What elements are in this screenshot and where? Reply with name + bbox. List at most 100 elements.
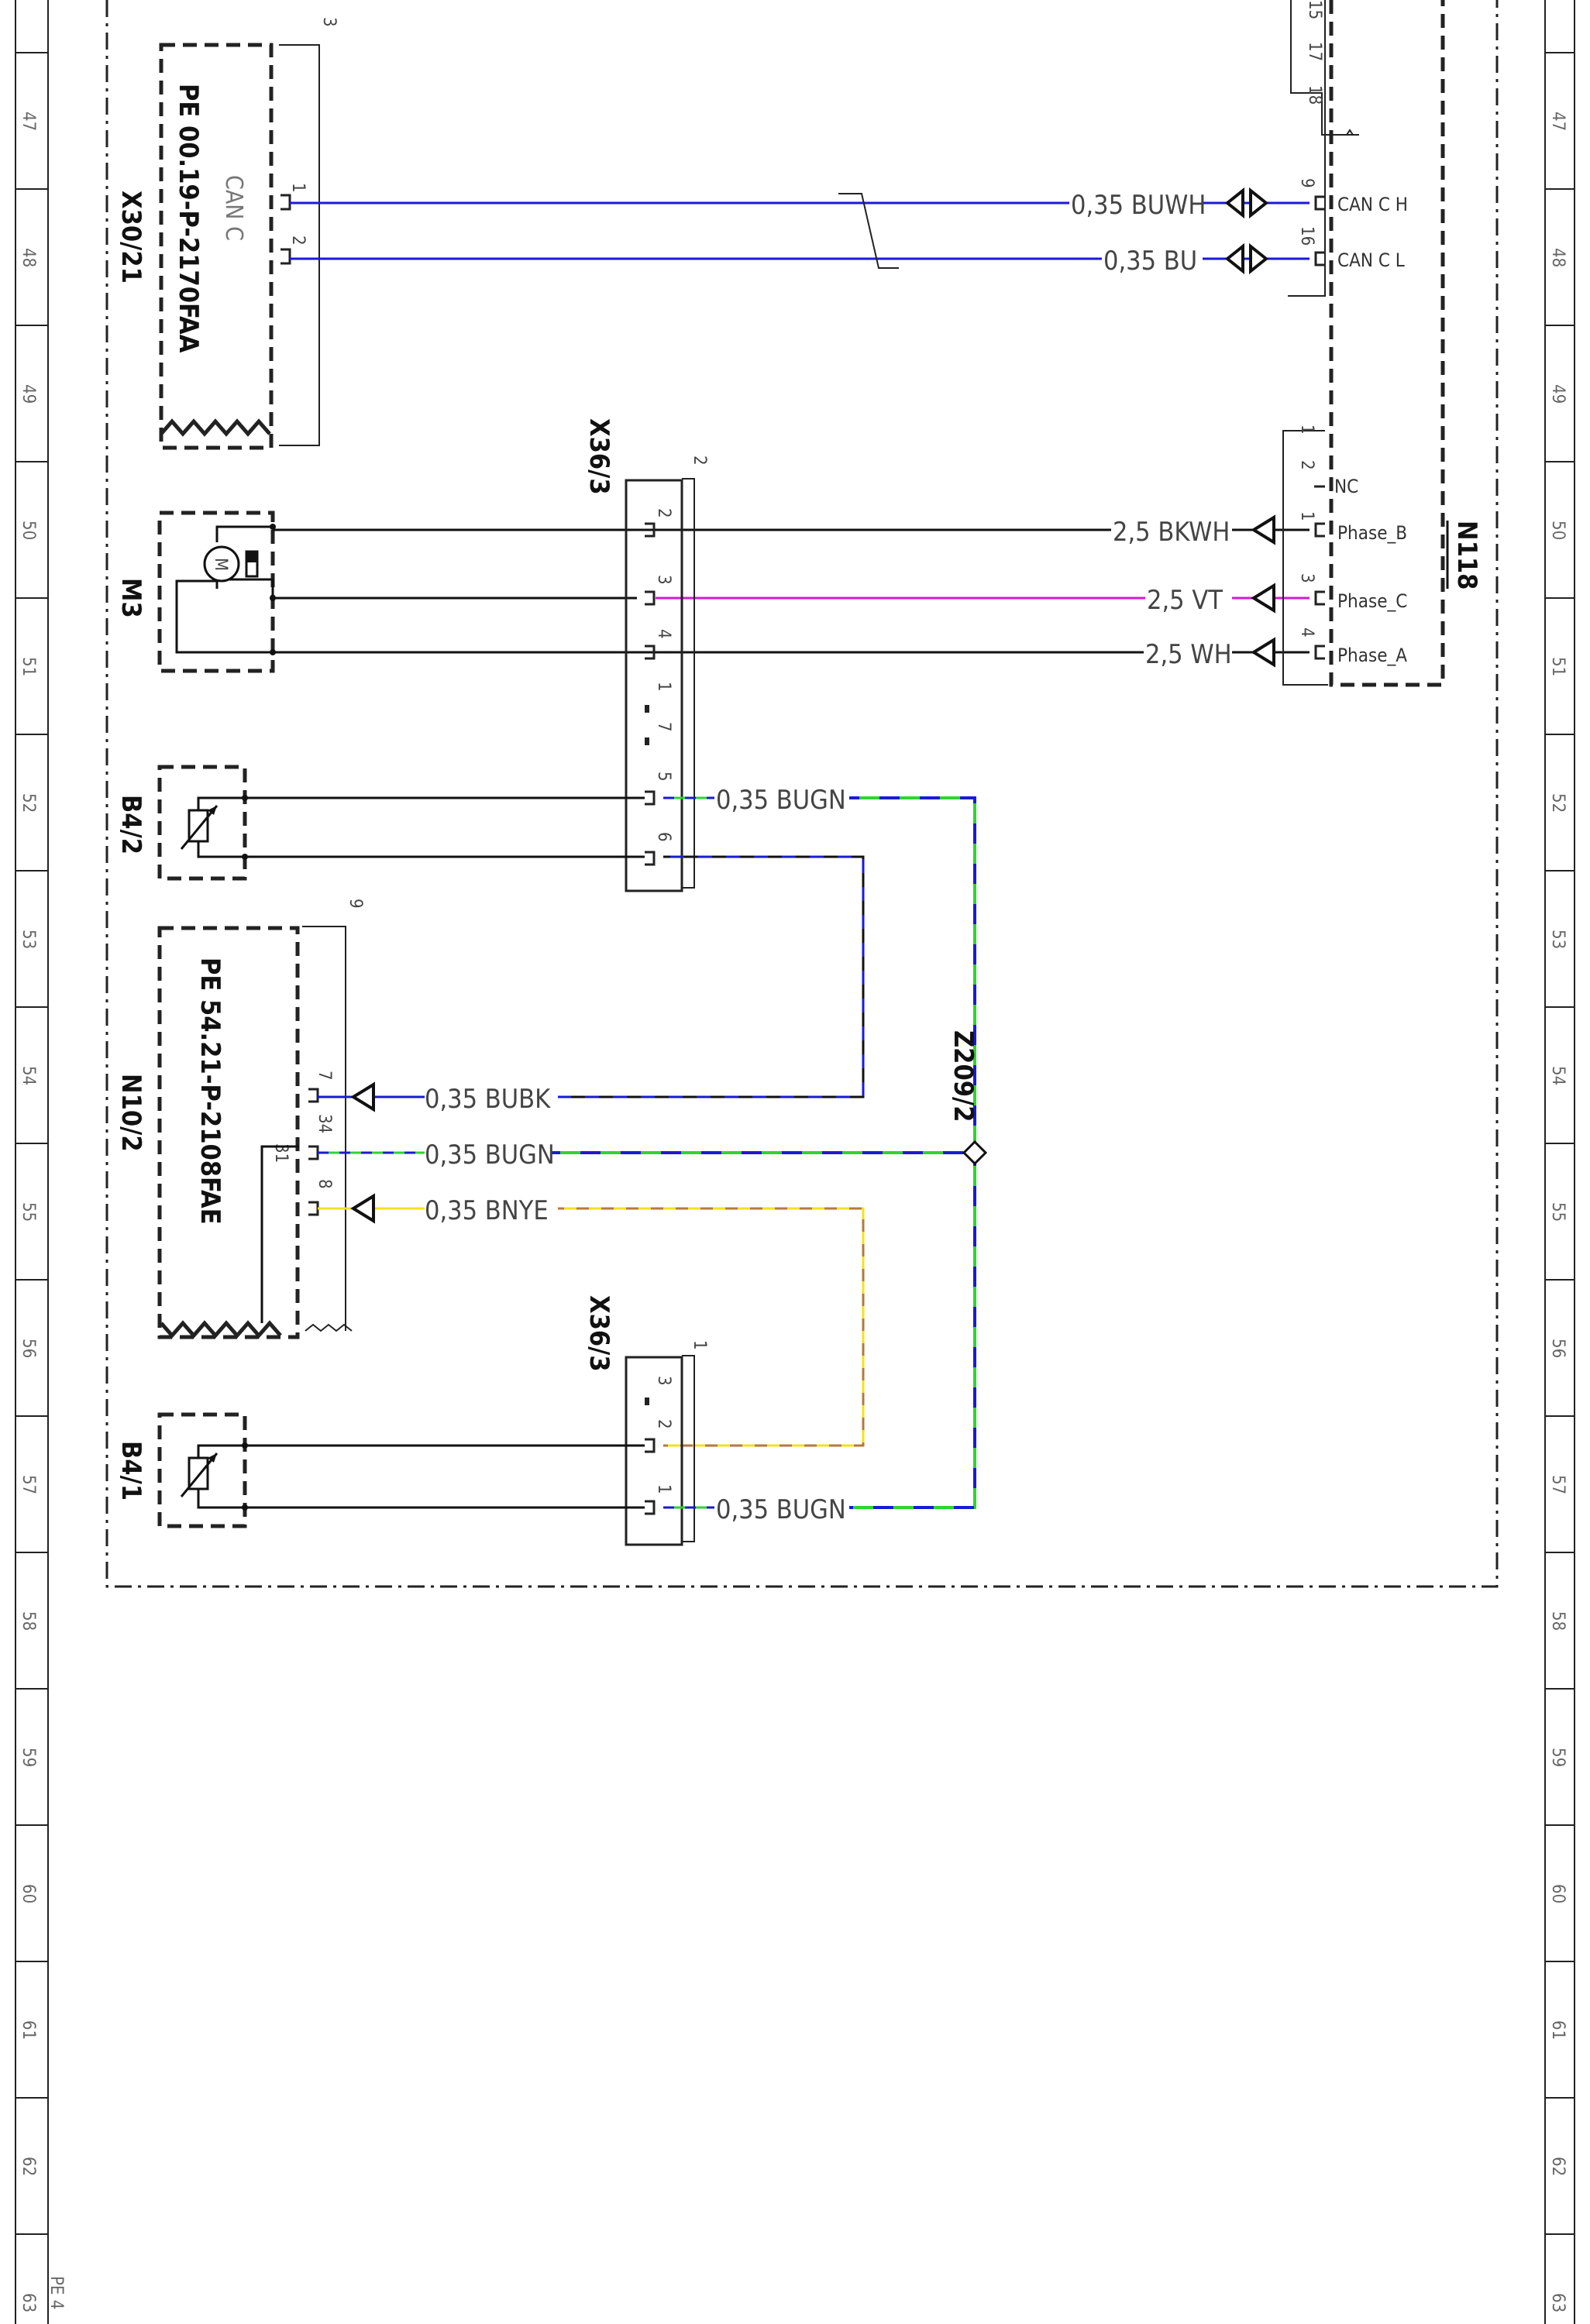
grid-ticks [15, 52, 1575, 2235]
svg-text:9: 9 [1297, 178, 1316, 188]
svg-text:7: 7 [315, 1071, 334, 1081]
svg-text:18: 18 [1305, 85, 1324, 105]
svg-text:0,35 BUWH: 0,35 BUWH [1071, 190, 1206, 221]
svg-text:2: 2 [690, 456, 709, 466]
grid-row-label: 57 [19, 1475, 38, 1494]
grid-row-label: 54 [1548, 1066, 1568, 1085]
n10-2-pin7-wire: 0,35 BUBK [318, 1081, 551, 1115]
svg-text:0,35 BU: 0,35 BU [1103, 246, 1197, 277]
can-h-wire: 0,35 BUWH [290, 190, 1310, 221]
grid-row-label: 53 [19, 930, 38, 949]
svg-text:1: 1 [288, 183, 308, 193]
x36-3-top-label: X36/3 [583, 418, 614, 495]
motor-icon [203, 545, 240, 583]
svg-text:2: 2 [1297, 460, 1316, 470]
grid-row-label: 50 [1548, 521, 1568, 540]
grid-row-label: 47 [19, 112, 38, 131]
x36-3-bottom-label: X36/3 [583, 1295, 614, 1372]
svg-text:9: 9 [346, 899, 365, 909]
svg-text:15: 15 [1305, 0, 1324, 19]
grid-row-label: 59 [1548, 1748, 1568, 1767]
grid-row-label: 48 [1548, 248, 1568, 267]
grid-row-label: 54 [19, 1066, 38, 1085]
grid-row-label: 55 [19, 1202, 38, 1222]
x30-21-ref: PE 00.19-P-2170FAA [173, 84, 204, 353]
svg-text:5: 5 [654, 772, 673, 782]
b4-1-signal-wire: 0,35 BUGN [663, 1494, 846, 1525]
svg-text:0,35 BUGN: 0,35 BUGN [425, 1140, 555, 1171]
svg-text:17: 17 [1305, 42, 1324, 61]
bnye-wire [558, 1207, 865, 1447]
grid-row-label: 51 [1548, 657, 1568, 676]
grid-row-label: 58 [19, 1611, 38, 1631]
svg-text:Phase_B: Phase_B [1337, 522, 1407, 544]
svg-text:NC: NC [1334, 476, 1358, 497]
svg-text:16: 16 [1297, 226, 1316, 246]
n10-2-pin34-wire: 0,35 BUGN [318, 1140, 555, 1171]
svg-text:2,5 BKWH: 2,5 BKWH [1113, 517, 1230, 548]
grid-row-label: 52 [19, 793, 38, 813]
b4-2-label: B4/2 [115, 795, 146, 854]
n118-label: N118 [1451, 521, 1482, 590]
grid-row-label: 63 [1548, 2293, 1568, 2312]
b4-2-signal-wire: 0,35 BUGN [663, 785, 846, 816]
svg-text:3: 3 [1297, 573, 1316, 583]
grid-row-label: 49 [19, 384, 38, 404]
grid-row-label: 47 [1548, 112, 1568, 131]
svg-text:4: 4 [654, 629, 673, 639]
grid-row-label: 53 [1548, 930, 1568, 949]
n10-2-module: 9 N10/2 PE 54.21-P-2108FAE 7 34 8 31 [115, 899, 365, 1339]
b4-1-label: B4/1 [115, 1441, 146, 1501]
svg-text:1: 1 [654, 682, 673, 692]
can-plug-symbols [1224, 187, 1269, 275]
svg-text:3: 3 [654, 1376, 673, 1386]
m3-motor: M M3 [115, 511, 276, 673]
grid-row-label: 56 [19, 1339, 38, 1358]
grid-row-label: 58 [1548, 1611, 1568, 1631]
grid-row-label: 61 [1548, 2020, 1568, 2040]
svg-text:0,35 BUGN: 0,35 BUGN [716, 1494, 846, 1525]
twisted-pair-mark [838, 193, 899, 269]
svg-text:0,35 BUBK: 0,35 BUBK [425, 1084, 551, 1115]
svg-text:0,35 BUGN: 0,35 BUGN [716, 785, 846, 816]
n10-2-pin8-wire: 0,35 BNYE [318, 1193, 549, 1226]
system-boundary [105, 0, 1499, 1588]
phase-arrow-symbols [1251, 514, 1275, 668]
grid-row-label: 62 [1548, 2157, 1568, 2176]
x30-21-bus: CAN C [220, 175, 247, 241]
b4-2-sensor: B4/2 [115, 765, 248, 881]
grid-row-label: 55 [1548, 1202, 1568, 1222]
n10-2-ref: PE 54.21-P-2108FAE [194, 957, 225, 1225]
svg-text:CAN C H: CAN C H [1337, 194, 1408, 215]
x30-21-connector: 3 X30/21 PE 00.19-P-2170FAA CAN C 1 2 [115, 17, 339, 450]
svg-text:2: 2 [288, 235, 308, 246]
m3-label: M3 [115, 578, 146, 618]
svg-text:Phase_C: Phase_C [1337, 590, 1407, 612]
bubk-wire [558, 855, 865, 1098]
svg-text:1: 1 [1297, 511, 1316, 521]
svg-text:1: 1 [1297, 425, 1316, 435]
svg-text:0,35 BNYE: 0,35 BNYE [425, 1195, 549, 1226]
svg-text:3: 3 [319, 17, 339, 27]
n118-module: 15 17 18 9 16 CAN C H CAN C L 1 2 1 3 4 … [1282, 0, 1482, 687]
svg-text:Phase_A: Phase_A [1337, 645, 1407, 666]
svg-text:1: 1 [654, 1484, 673, 1494]
phase-b-wire: 2,5 BKWH [273, 517, 1310, 548]
grid-row-label: 51 [19, 657, 38, 676]
svg-text:1: 1 [690, 1340, 709, 1350]
grid-row-label: 59 [19, 1748, 38, 1767]
grid-row-label: 52 [1548, 793, 1568, 813]
x36-3-bottom-connector: 1 X36/3 3 2 1 [583, 1295, 709, 1546]
grid-row-label: 62 [19, 2157, 38, 2176]
z209-diamond [962, 1140, 988, 1166]
grid-row-label: 48 [19, 248, 38, 267]
b4-1-sensor: B4/1 [115, 1412, 248, 1528]
grid-row-label: 61 [19, 2020, 38, 2040]
x30-21-label: X30/21 [115, 191, 146, 284]
phase-a-wire: 2,5 WH [273, 639, 1310, 670]
svg-text:M: M [211, 558, 230, 571]
grid-row-label: 49 [1548, 384, 1568, 404]
svg-text:8: 8 [315, 1179, 334, 1189]
